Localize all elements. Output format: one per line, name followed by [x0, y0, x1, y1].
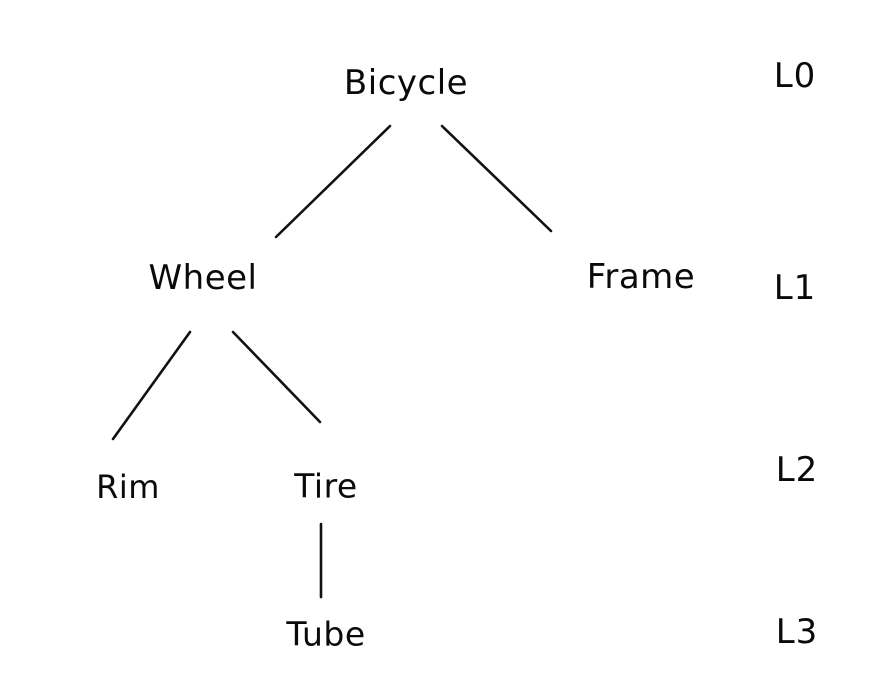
node-frame[interactable]: Frame	[586, 257, 696, 297]
node-tube[interactable]: Tube	[286, 614, 366, 654]
edge-wheel-to-tire	[231, 330, 322, 424]
level-label-l1: L1	[773, 268, 817, 308]
edge-bicycle-to-wheel	[274, 124, 392, 239]
level-label-l2: L2	[775, 450, 819, 490]
edge-bicycle-to-frame	[440, 124, 553, 233]
edge-wheel-to-rim	[111, 330, 192, 441]
node-bicycle[interactable]: Bicycle	[343, 63, 469, 103]
node-wheel[interactable]: Wheel	[148, 258, 258, 298]
level-label-l3: L3	[775, 612, 819, 652]
node-tire[interactable]: Tire	[294, 466, 358, 506]
node-rim[interactable]: Rim	[96, 468, 160, 506]
level-label-l0: L0	[773, 56, 817, 96]
